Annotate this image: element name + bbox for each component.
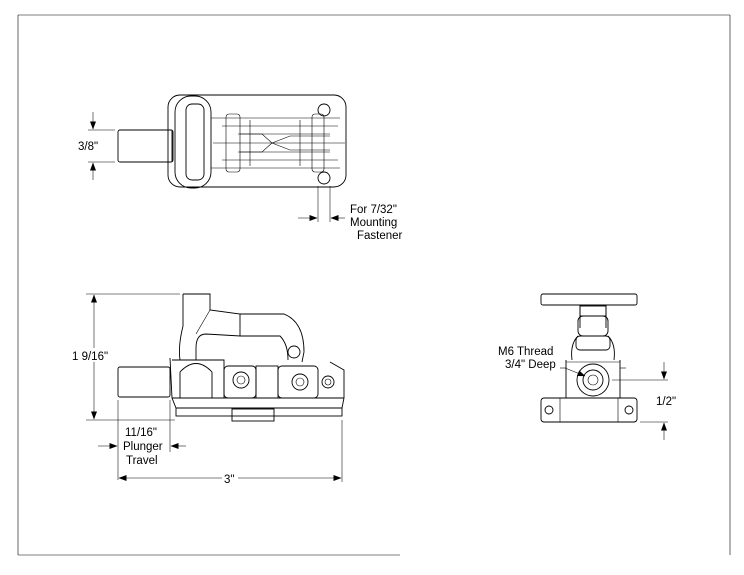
dim-fastener-hole: For 7/32" Mounting Fastener — [298, 186, 403, 242]
dim-plunger-diameter: 3/8" — [78, 112, 115, 180]
dim-length: 3" — [118, 420, 343, 486]
top-view: 3/8" For 7/32" Mounting Fastener — [78, 94, 403, 242]
top-view-body — [117, 94, 347, 189]
fastener-note-line2: Mounting — [350, 217, 397, 229]
fastener-note-line1: For 7/32" — [350, 204, 397, 216]
thread-note: M6 Thread 3/4" Deep — [498, 346, 586, 377]
side-view: 1 9/16" 11/16" Plunger Travel 3" — [70, 293, 345, 486]
end-view-body — [540, 293, 638, 423]
sheet-border — [17, 14, 731, 556]
side-view-body — [117, 293, 345, 422]
dim-plunger-travel: 11/16" Plunger Travel — [98, 400, 186, 480]
dim-center-height-label: 1/2" — [656, 396, 676, 408]
dim-travel-line1: 11/16" — [125, 427, 157, 439]
dim-length-label: 3" — [224, 474, 234, 486]
dim-plunger-diameter-label: 3/8" — [78, 141, 98, 153]
fastener-note-line3: Fastener — [357, 230, 403, 242]
dim-travel-line2: Plunger — [123, 441, 163, 453]
end-view: M6 Thread 3/4" Deep 1/2" — [498, 293, 676, 440]
dim-height-label: 1 9/16" — [72, 351, 108, 363]
dim-center-height: 1/2" — [612, 362, 676, 440]
thread-note-line2: 3/4" Deep — [505, 359, 556, 371]
thread-note-line1: M6 Thread — [498, 346, 553, 358]
dim-travel-line3: Travel — [126, 455, 158, 467]
dim-height: 1 9/16" — [70, 293, 180, 421]
